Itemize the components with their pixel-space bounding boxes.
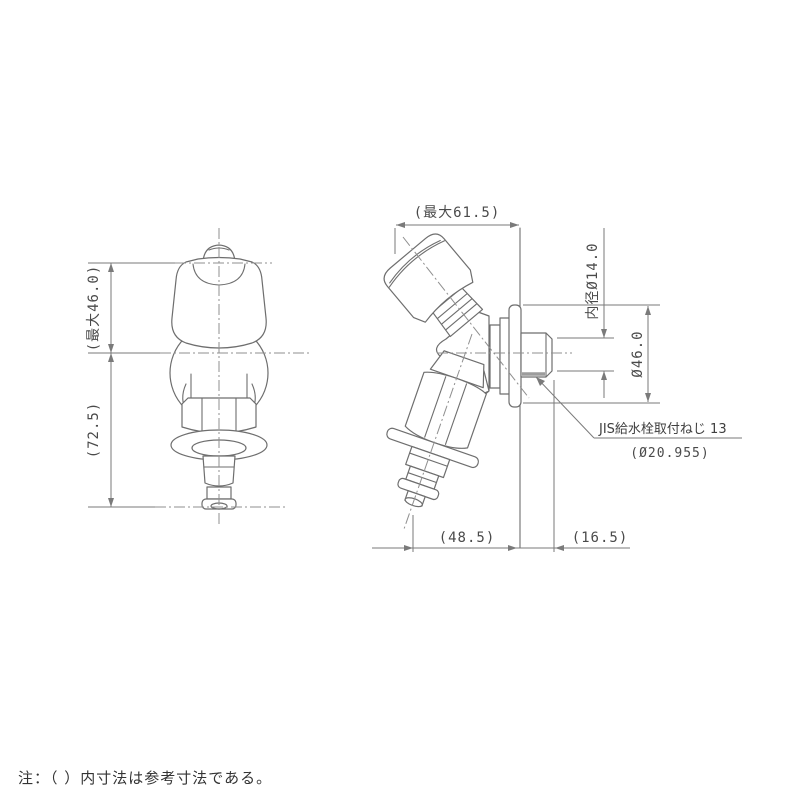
centerline-spout-axis <box>403 333 473 530</box>
thread-label-line2: (Ø20.955) <box>630 446 709 461</box>
side-view: (最大61.5) 内径Ø14.0 Ø46.0 JIS給水栓取付ねじ 13 (Ø2… <box>372 205 742 552</box>
thread-leader-line <box>535 376 595 439</box>
handle-side <box>383 233 474 323</box>
reference-dimension-note: 注：（ ）内寸法は参考寸法である。 <box>18 769 272 787</box>
dim-inner-diameter: 内径Ø14.0 <box>585 242 601 319</box>
wall-flange-plate <box>508 304 522 408</box>
centerline-stem-axis <box>402 236 530 399</box>
dim-front-height-upper: (最大46.0) <box>86 265 102 352</box>
handle-stem-side <box>383 233 484 338</box>
dim-spout-offset: (48.5) <box>439 530 496 546</box>
dim-side-width: (最大61.5) <box>414 205 501 221</box>
dim-front-height-lower: (72.5) <box>86 402 102 459</box>
thread-label-line1: JIS給水栓取付ねじ 13 <box>598 422 727 437</box>
spout-neck-side <box>429 350 485 389</box>
mounting-thread <box>520 332 553 378</box>
front-view: (最大46.0) (72.5) <box>86 228 310 527</box>
handle-front <box>171 256 267 349</box>
dim-thread-length: (16.5) <box>572 530 629 546</box>
wall-mount <box>489 304 553 408</box>
locknut-outer <box>489 324 501 389</box>
dim-flange-diameter: Ø46.0 <box>630 330 646 377</box>
